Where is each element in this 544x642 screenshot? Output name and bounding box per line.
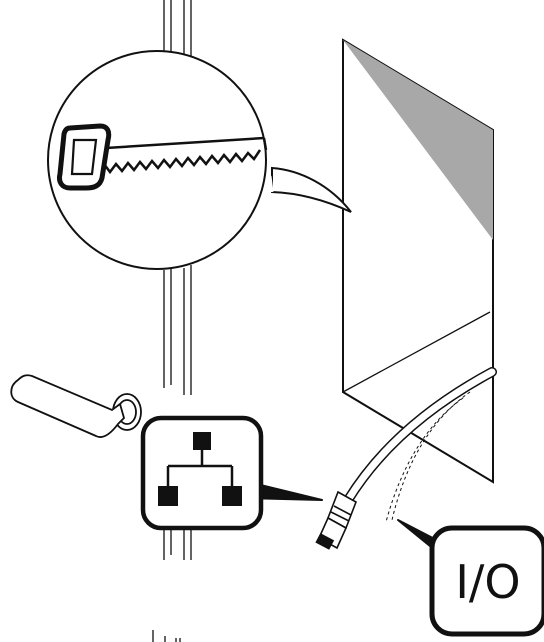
door-handle <box>10 374 142 438</box>
wall-panel <box>342 38 494 484</box>
io-label: I/O <box>455 555 520 609</box>
network-icon <box>158 432 242 506</box>
saw-callout <box>47 50 352 270</box>
rj45-connector <box>315 490 357 550</box>
io-callout: I/O <box>397 519 544 637</box>
saw-icon <box>57 123 268 191</box>
network-cable <box>343 367 497 523</box>
